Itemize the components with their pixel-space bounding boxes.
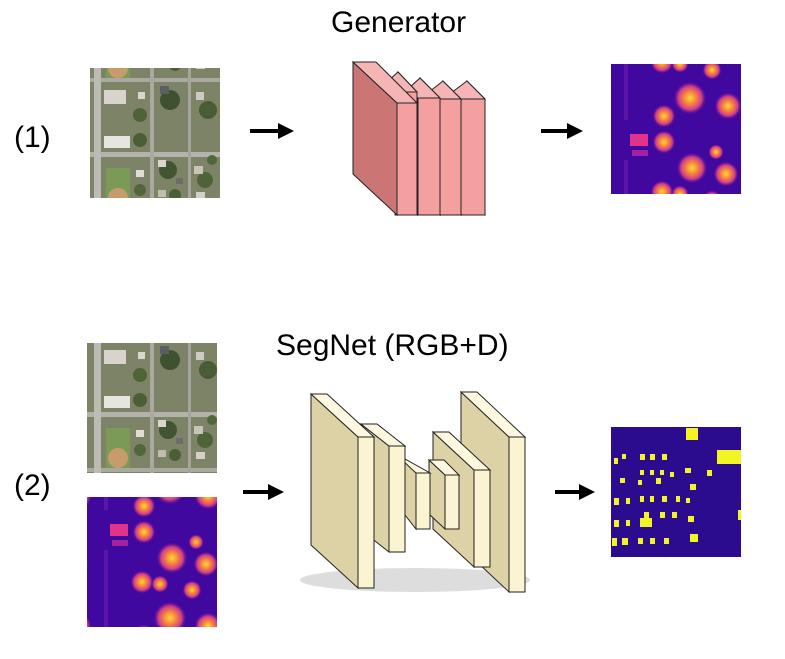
row-1-aerial-input-image (90, 68, 220, 198)
row-2-aerial-input-image (87, 343, 217, 473)
row-2-depth-input-image (87, 497, 217, 627)
segnet-label: SegNet (RGB+D) (276, 329, 509, 362)
row-1-number: (1) (14, 121, 51, 154)
segnet-encoder-layer-3 (399, 457, 432, 531)
row-2-arrow-in (243, 484, 284, 500)
generator-label: Generator (331, 6, 467, 39)
row-2-arrow-out (555, 484, 595, 500)
segnet-decoder-layer-1 (427, 458, 461, 531)
row-1-arrow-out (541, 123, 583, 139)
row-1-arrow-in (250, 123, 294, 139)
generator-network-block (351, 60, 486, 217)
generator-layer-1 (351, 60, 419, 217)
generator-layer-3 (397, 76, 441, 217)
row-1-depth-output-image (611, 64, 741, 194)
row-2-segmentation-output-image (611, 427, 741, 557)
segnet-encoder-layer-1 (309, 392, 376, 590)
row-2-number: (2) (14, 469, 51, 502)
segnet-network-block (300, 390, 530, 594)
